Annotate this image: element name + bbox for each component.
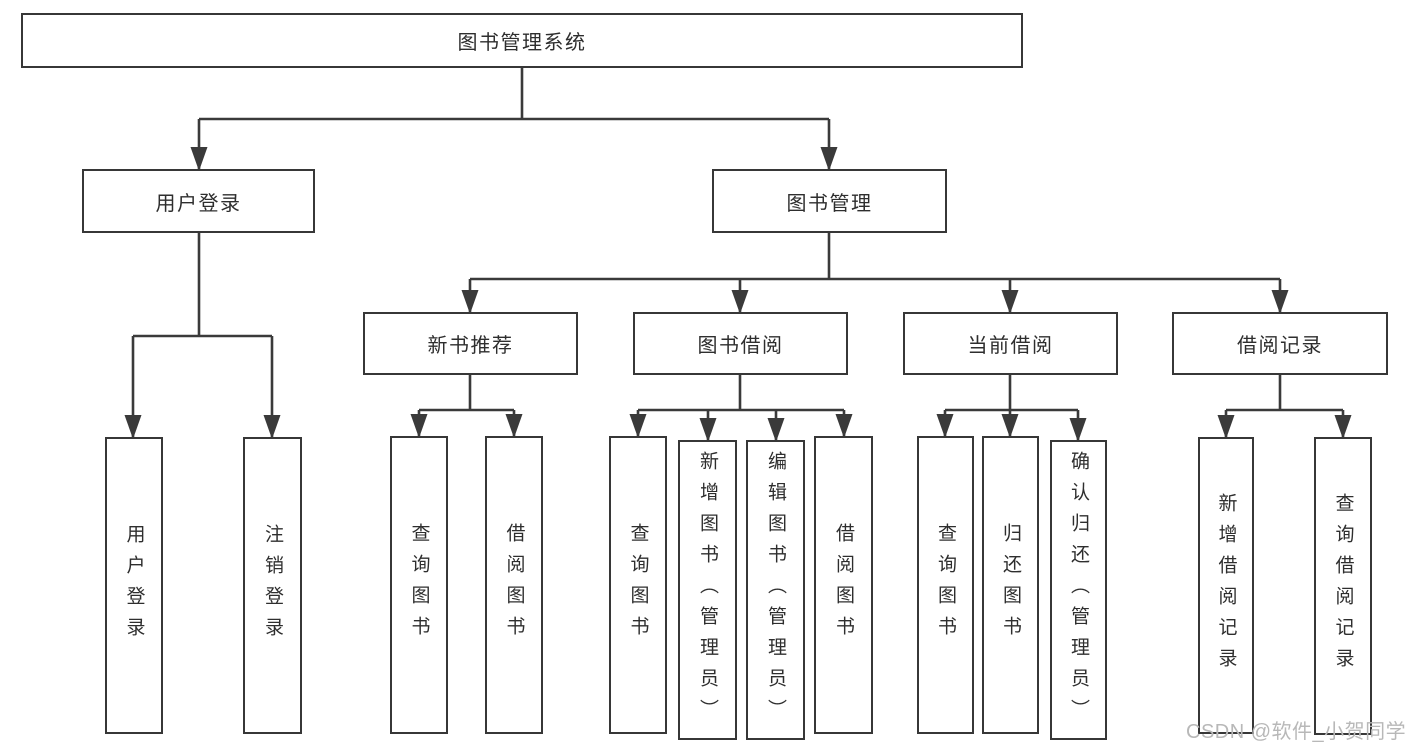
node-label: 注销登录 [262,523,283,648]
node-label: 归还图书 [1000,523,1021,647]
node-label: 图书管理系统 [457,32,587,54]
node-label: 确认归还（管理员） [1068,450,1089,730]
node-label: 查询图书 [408,523,430,647]
node-label: 用户登录 [155,192,242,215]
node-label: 查询图书 [627,523,649,647]
node-label: 图书管理 [786,192,873,215]
node-bb-borrow-books: 借阅图书 [814,436,873,734]
node-bb-query-books: 查询图书 [609,436,667,734]
node-label: 借阅图书 [503,523,525,647]
node-bb-add-books-admin: 新增图书（管理员） [678,440,737,740]
node-label: 借阅记录 [1237,335,1323,357]
node-label: 新书推荐 [427,335,514,357]
node-book-borrowing: 图书借阅 [633,312,848,375]
node-label: 新增图书（管理员） [697,450,718,730]
node-label: 新增借阅记录 [1215,492,1237,679]
node-leaf-user-login: 用户登录 [105,437,163,734]
node-br-query-record: 查询借阅记录 [1314,437,1372,735]
node-nb-borrow-books: 借阅图书 [485,436,543,734]
node-br-add-record: 新增借阅记录 [1198,437,1254,734]
node-label: 用户登录 [123,523,145,648]
node-library-system-root: 图书管理系统 [21,13,1023,68]
node-label: 编辑图书（管理员） [765,450,786,730]
node-book-management: 图书管理 [712,169,947,233]
watermark: CSDN @软件_小贺同学 [1186,721,1405,743]
node-bb-edit-books-admin: 编辑图书（管理员） [746,440,805,740]
node-label: 查询图书 [935,523,956,647]
node-cb-return-books: 归还图书 [982,436,1039,734]
node-current-borrowing: 当前借阅 [903,312,1118,375]
node-leaf-logout: 注销登录 [243,437,302,734]
node-new-book-recommend: 新书推荐 [363,312,578,375]
node-label: 图书借阅 [697,335,784,357]
node-cb-confirm-return-admin: 确认归还（管理员） [1050,440,1107,740]
node-nb-query-books: 查询图书 [390,436,448,734]
node-label: 当前借阅 [967,335,1054,357]
node-user-login: 用户登录 [82,169,315,233]
node-cb-query-books: 查询图书 [917,436,974,734]
node-borrowing-records: 借阅记录 [1172,312,1388,375]
node-label: 借阅图书 [833,523,854,647]
node-label: 查询借阅记录 [1332,493,1354,679]
